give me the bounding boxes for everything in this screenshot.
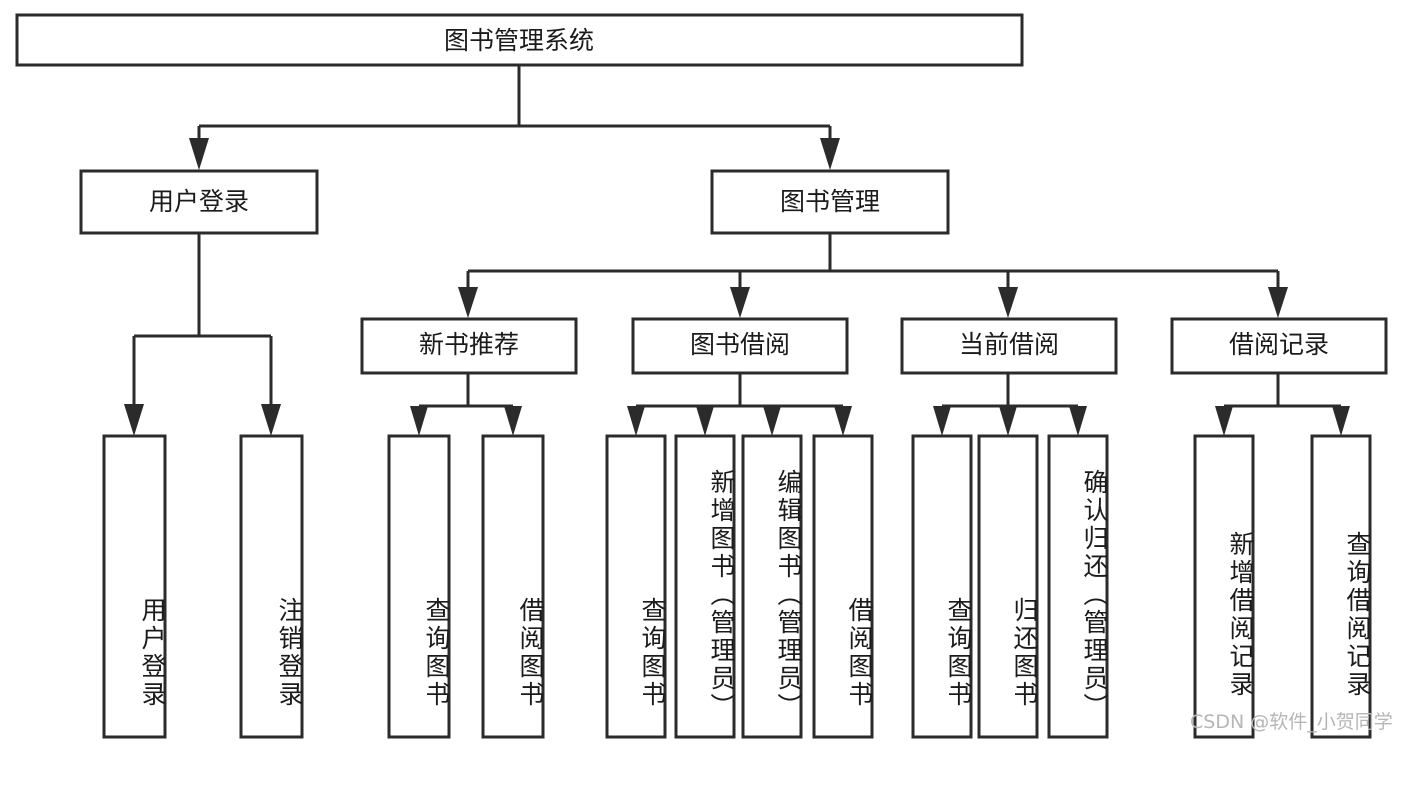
node-leaf-logout-box[interactable]	[239, 434, 304, 739]
node-borrow-record-box[interactable]	[1170, 317, 1388, 375]
flowchart-canvas: 图书管理系统 用户登录 图书管理 新书推荐 图书借阅 当前借阅 借阅记录	[15, 13, 1393, 739]
node-leaf-add-book-box[interactable]	[674, 434, 736, 739]
connector-group-borrow-record	[1215, 373, 1350, 436]
arrow-head-new-book-rec	[458, 287, 478, 318]
node-current-borrow[interactable]: 当前借阅	[900, 317, 1118, 375]
node-leaf-borrow-book-1-box[interactable]	[481, 434, 545, 739]
node-leaf-query-record-box[interactable]	[1310, 434, 1372, 739]
arrow-head-leaf-confirm-return	[1069, 406, 1087, 436]
node-user-login[interactable]: 用户登录	[79, 169, 319, 235]
arrow-head-leaf-borrow-book-2	[834, 406, 852, 436]
node-current-borrow-label: 当前借阅	[959, 330, 1059, 359]
arrow-head-leaf-edit-book	[763, 406, 781, 436]
node-user-login-box[interactable]	[79, 169, 319, 235]
arrow-head-book-manage	[820, 138, 840, 170]
node-new-book-rec-label: 新书推荐	[419, 330, 519, 359]
node-user-login-label: 用户登录	[149, 187, 249, 216]
node-borrow-record[interactable]: 借阅记录	[1170, 317, 1388, 375]
connector-group-current-borrow	[933, 373, 1087, 436]
node-book-manage-box[interactable]	[710, 169, 950, 235]
node-book-borrow-box[interactable]	[631, 317, 849, 375]
arrow-head-leaf-add-book	[696, 406, 714, 436]
connector-group-root	[189, 65, 840, 170]
connector-group-book-manage	[458, 233, 1288, 318]
node-root-box[interactable]	[15, 13, 1024, 67]
arrow-head-leaf-query-record	[1332, 406, 1350, 436]
node-book-borrow-label: 图书借阅	[690, 330, 790, 359]
node-leaf-query-book-1-box[interactable]	[387, 434, 451, 739]
node-leaf-edit-book-box[interactable]	[741, 434, 803, 739]
node-root[interactable]: 图书管理系统	[15, 13, 1024, 67]
arrow-head-leaf-add-record	[1215, 406, 1233, 436]
csdn-watermark: CSDN @软件_小贺同学	[1190, 711, 1393, 733]
arrow-head-leaf-return-book	[999, 406, 1017, 436]
node-book-manage[interactable]: 图书管理	[710, 169, 950, 235]
node-leaf-confirm-return-box[interactable]	[1047, 434, 1109, 739]
node-leaf-user-login-box[interactable]	[102, 434, 167, 739]
node-book-manage-label: 图书管理	[780, 187, 880, 216]
arrow-head-leaf-query-book-1	[410, 406, 428, 436]
node-leaf-query-book-2-box[interactable]	[605, 434, 667, 739]
node-new-book-rec[interactable]: 新书推荐	[360, 317, 578, 375]
connector-group-user-login	[124, 233, 281, 436]
node-current-borrow-box[interactable]	[900, 317, 1118, 375]
arrow-head-leaf-logout	[261, 404, 281, 436]
node-root-label: 图书管理系统	[444, 26, 594, 55]
node-borrow-record-label: 借阅记录	[1229, 330, 1329, 359]
connector-group-new-book-rec	[410, 373, 522, 436]
arrow-head-book-borrow	[730, 287, 750, 318]
arrow-head-borrow-record	[1268, 287, 1288, 318]
node-book-borrow[interactable]: 图书借阅	[631, 317, 849, 375]
arrow-head-leaf-query-book-3	[933, 406, 951, 436]
arrow-head-user-login	[189, 138, 209, 170]
node-leaf-borrow-book-2-box[interactable]	[812, 434, 874, 739]
flowchart-svg: 图书管理系统 用户登录 图书管理 新书推荐 图书借阅 当前借阅 借阅记录	[15, 13, 1388, 739]
connector-group-book-borrow	[627, 373, 852, 436]
node-leaf-query-book-3-box[interactable]	[911, 434, 973, 739]
arrow-head-leaf-query-book-2	[627, 406, 645, 436]
arrow-head-leaf-user-login	[124, 404, 144, 436]
node-leaf-return-book-box[interactable]	[977, 434, 1039, 739]
arrow-head-current-borrow	[998, 287, 1018, 318]
arrow-head-leaf-borrow-book-1	[504, 406, 522, 436]
node-leaf-add-record-box[interactable]	[1193, 434, 1255, 739]
node-new-book-rec-box[interactable]	[360, 317, 578, 375]
